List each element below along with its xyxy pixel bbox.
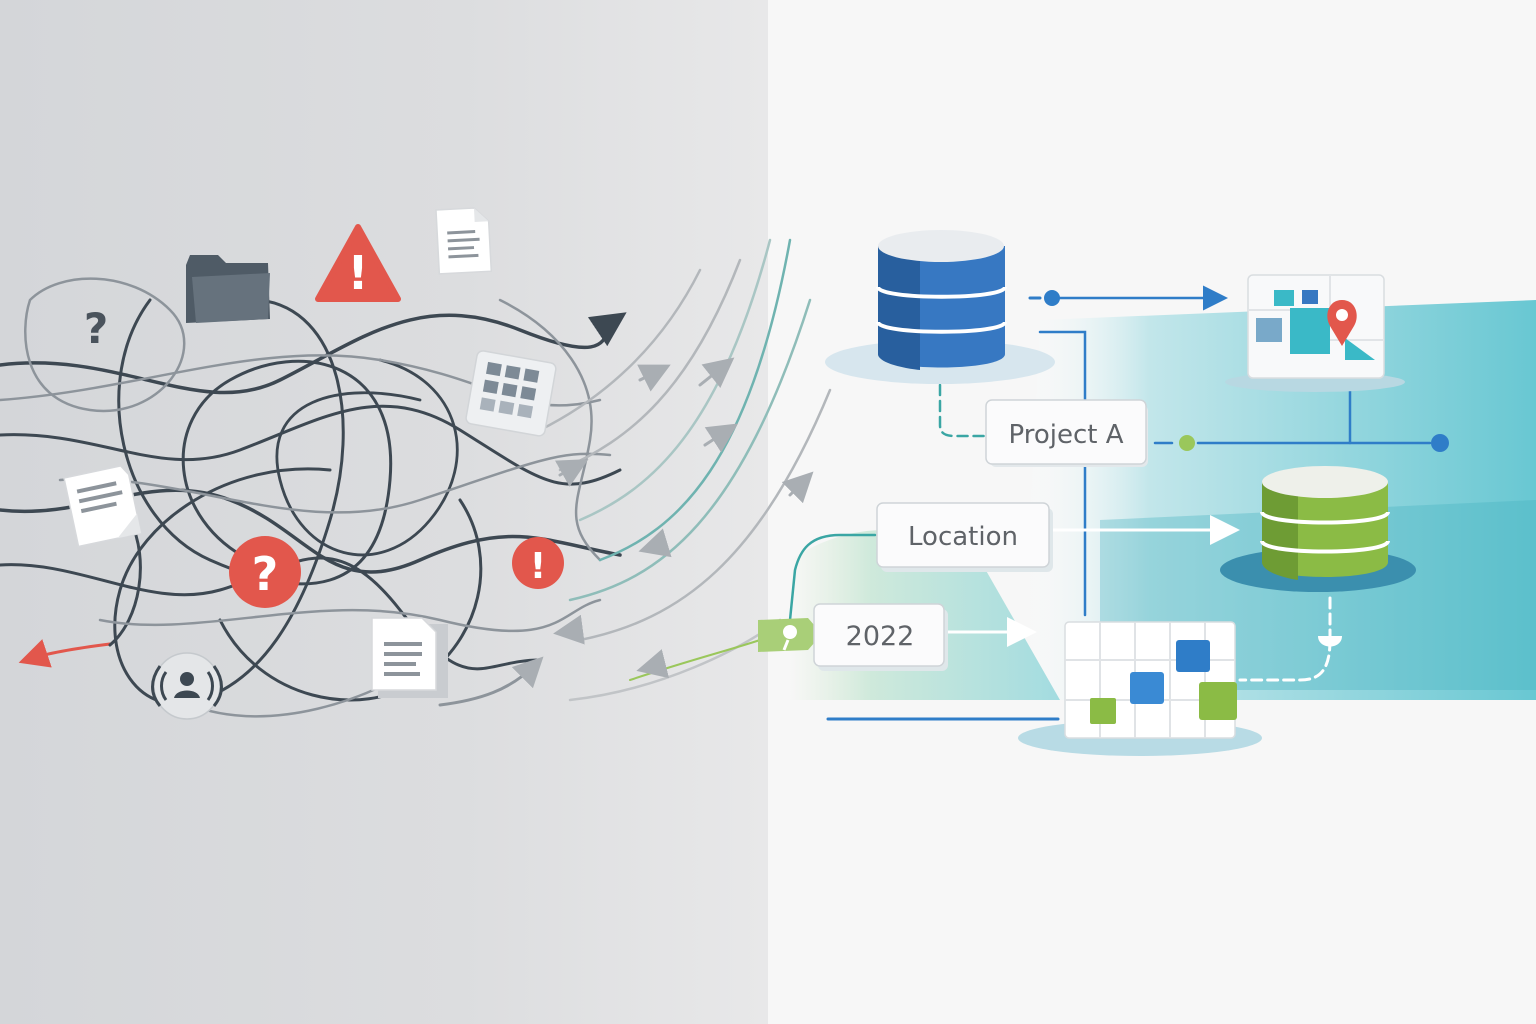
location-label-card: Location: [876, 502, 1053, 572]
database-icon: [1220, 466, 1416, 592]
map-card: [1225, 274, 1405, 392]
project-label: Project A: [1008, 420, 1123, 450]
year-label: 2022: [846, 621, 915, 652]
question-circle-icon: ?: [229, 536, 301, 608]
spreadsheet-icon: [465, 350, 557, 437]
alert-icon: !: [512, 537, 564, 589]
document-icon: [63, 465, 143, 548]
year-label-card: 2022: [813, 603, 948, 671]
transition-flow-lines: [538, 238, 832, 702]
folder-icon: [186, 255, 270, 323]
project-label-card: Project A: [985, 399, 1148, 467]
warning-icon: !: [315, 224, 401, 302]
document-icon: [435, 207, 493, 275]
svg-text:?: ?: [252, 547, 279, 601]
database-icon: [825, 230, 1055, 384]
calendar-grid-icon: [1018, 621, 1262, 756]
location-label: Location: [908, 522, 1018, 552]
contact-icon: [151, 652, 223, 720]
document-icon: [371, 617, 448, 698]
connector-dots: [1044, 290, 1449, 647]
svg-text:?: ?: [84, 304, 108, 353]
svg-text:!: !: [348, 246, 369, 300]
map-pin-icon: [1327, 300, 1357, 346]
connector-lines: [788, 285, 1432, 721]
tag-icon: [758, 618, 822, 652]
svg-text:!: !: [530, 546, 546, 587]
question-icon: ?: [84, 304, 108, 353]
